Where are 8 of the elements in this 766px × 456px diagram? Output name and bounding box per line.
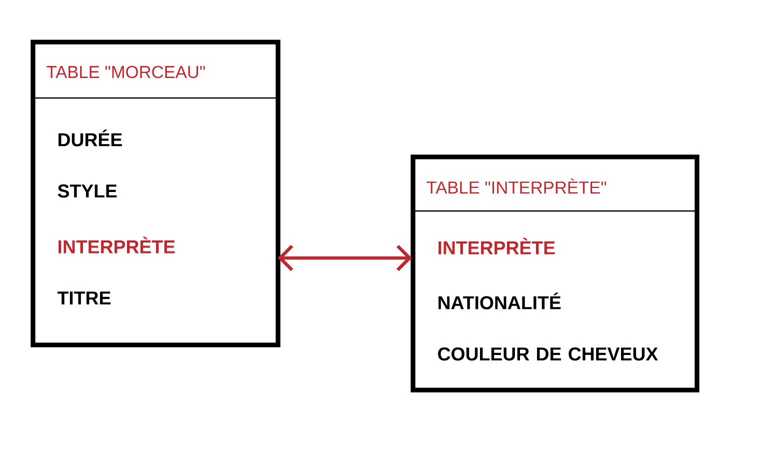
field-name: DURÉE bbox=[58, 130, 122, 146]
field-name: NATIONALITÉ bbox=[438, 292, 561, 310]
field-name: STYLE bbox=[58, 184, 117, 198]
double-arrow bbox=[278, 244, 412, 272]
field-name: INTERPRÈTE bbox=[58, 236, 175, 254]
field-name: TITRE bbox=[58, 292, 110, 304]
field-name: COULEUR DE CHEVEUX bbox=[438, 347, 658, 361]
field-name: INTERPRÈTE bbox=[438, 238, 555, 254]
